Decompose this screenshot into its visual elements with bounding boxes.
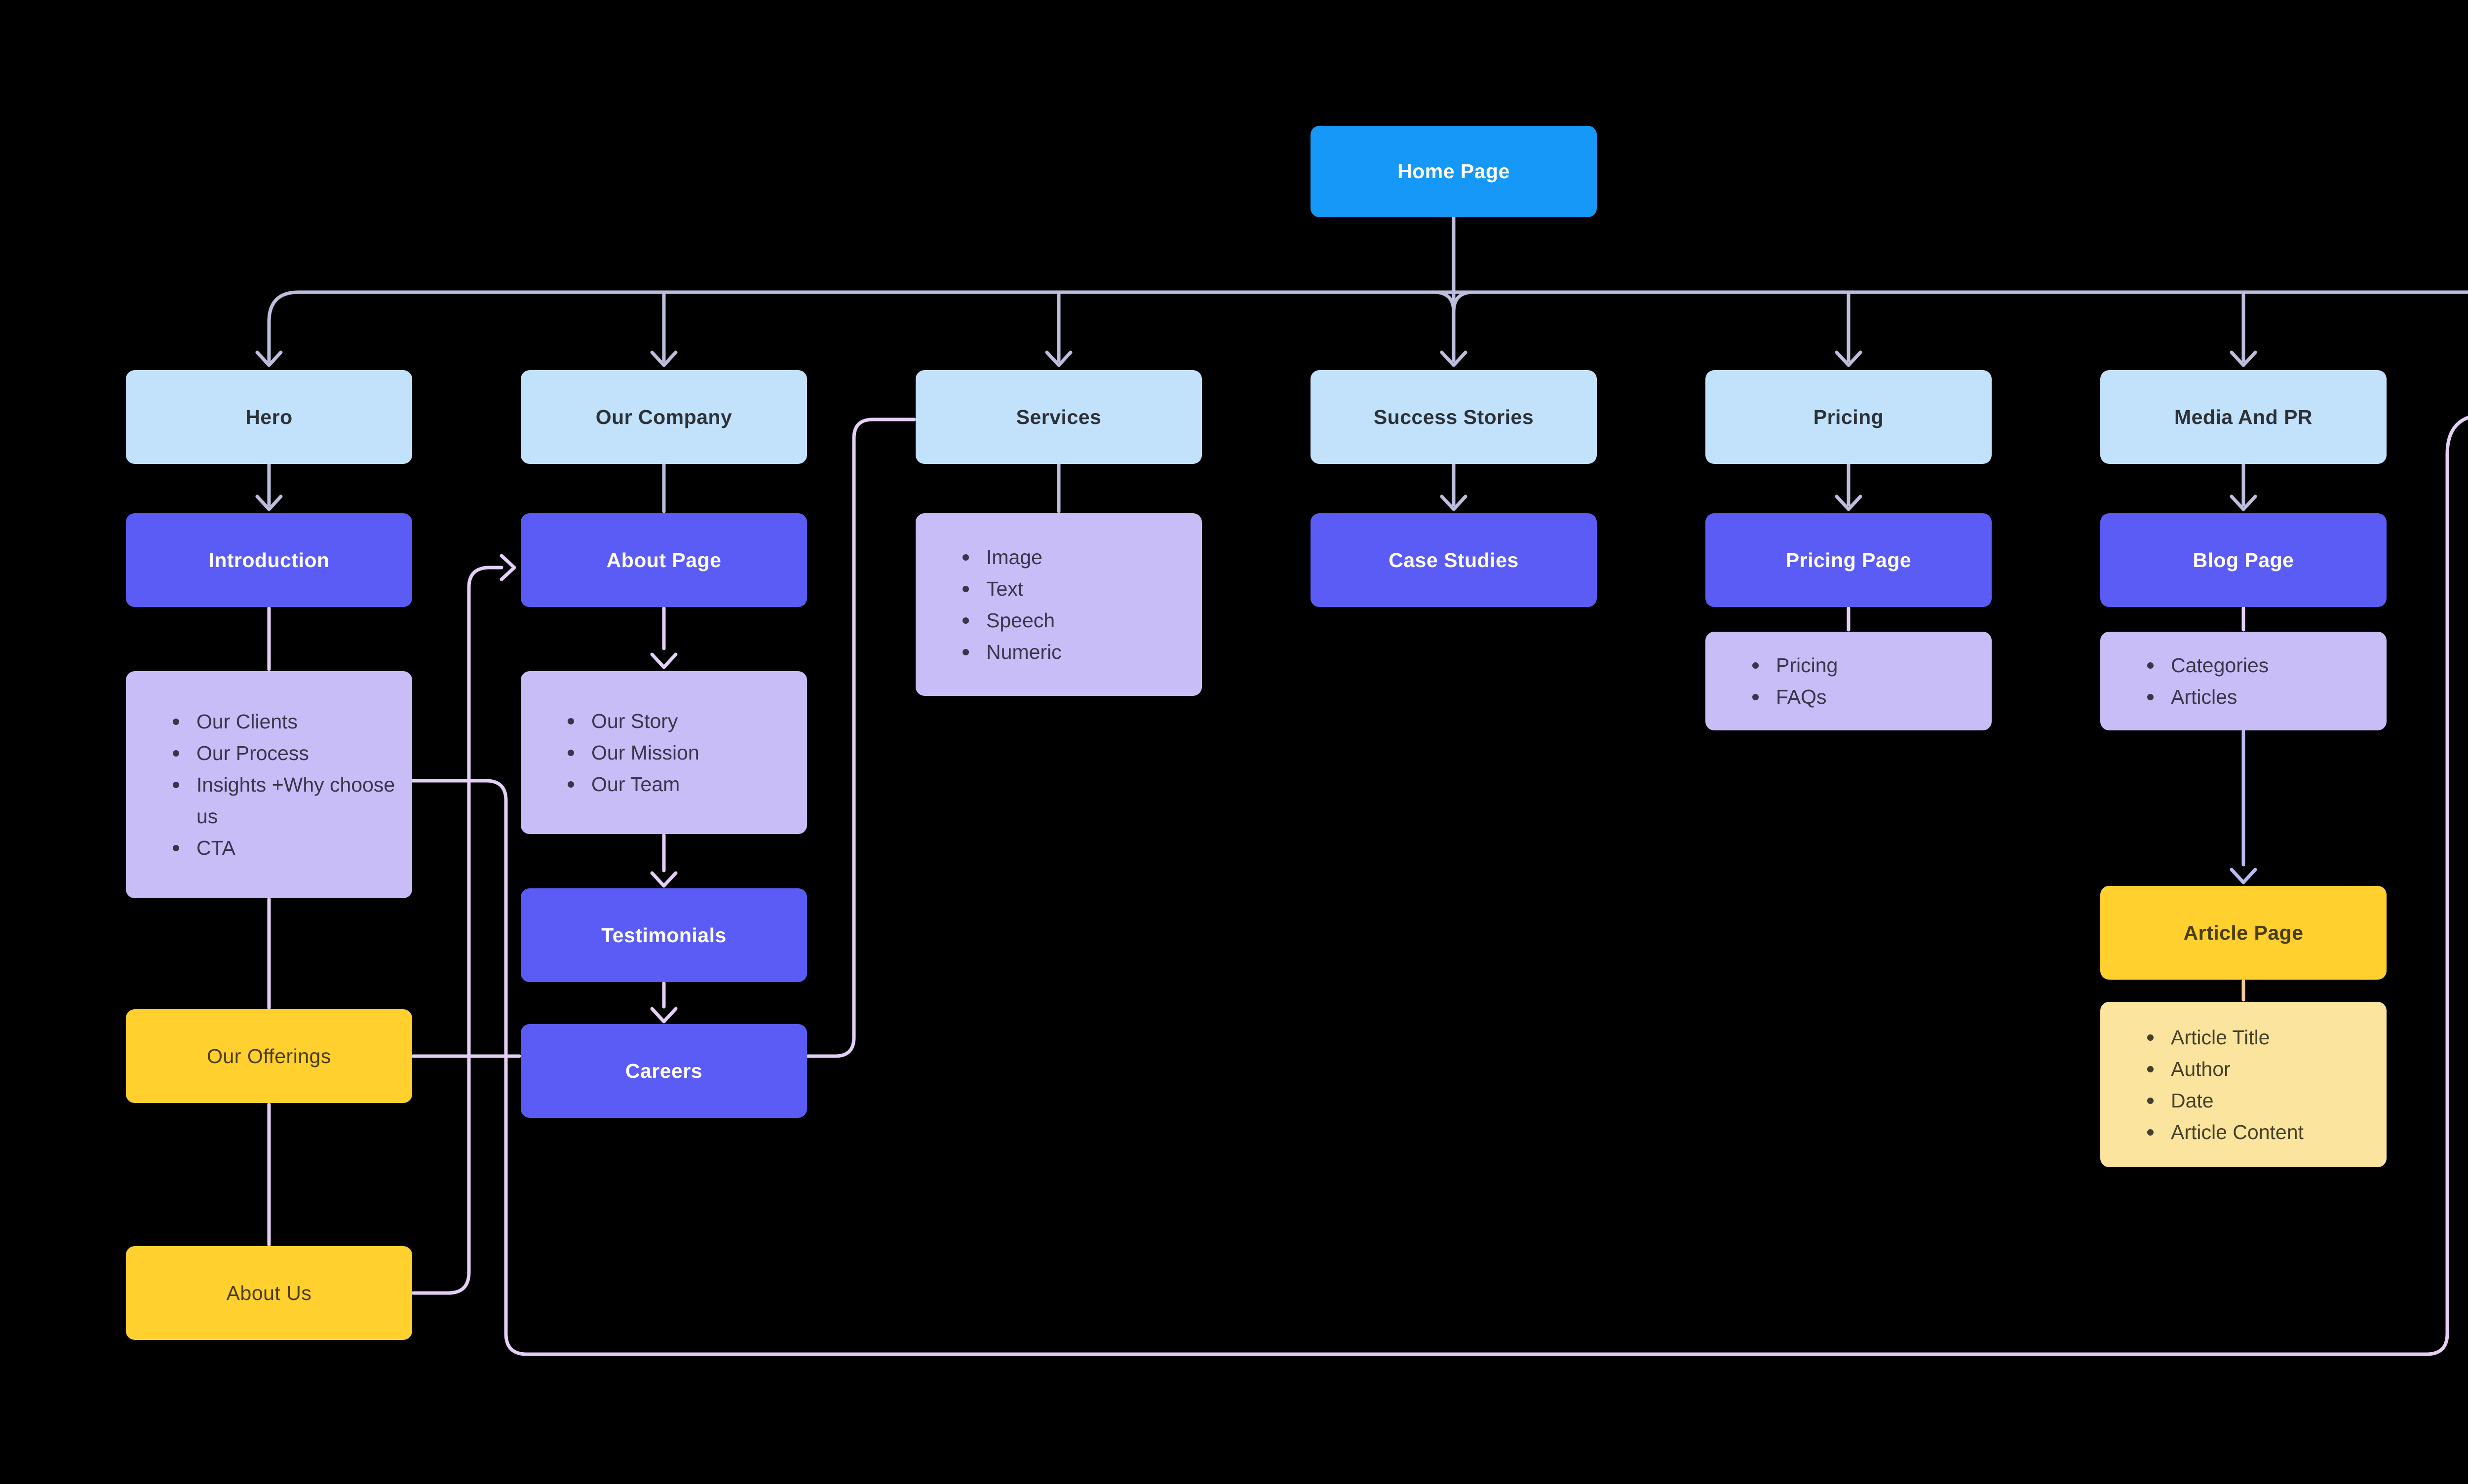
node-testimonials[interactable]: Testimonials <box>521 888 807 982</box>
arrowhead-introduction <box>255 495 283 511</box>
node-our-company[interactable]: Our Company <box>521 370 807 464</box>
pricing-section-list: Pricing FAQs <box>1705 649 1852 713</box>
node-label: Our Company <box>595 405 733 428</box>
list-item: CTA <box>173 832 397 864</box>
list-item: Our Clients <box>173 706 397 737</box>
node-pricing-page[interactable]: Pricing Page <box>1705 513 1992 607</box>
list-item: FAQs <box>1752 681 1838 713</box>
arrowhead-testimonials <box>650 871 678 888</box>
hero-section-list: Our Clients Our Process Insights +Why ch… <box>126 706 412 864</box>
arrowhead-media <box>2230 350 2257 367</box>
services-section-list: Image Text Speech Numeric <box>916 541 1077 668</box>
node-label: Success Stories <box>1373 405 1534 428</box>
list-item: Date <box>2147 1085 2304 1116</box>
node-our-offerings[interactable]: Our Offerings <box>126 1009 412 1103</box>
blog-section-list: Categories Articles <box>2100 649 2283 713</box>
company-section-list: Our Story Our Mission Our Team <box>521 705 714 800</box>
arrowhead-companylist <box>650 652 678 669</box>
list-item: Insights +Why choose us <box>173 769 397 832</box>
node-blog-page[interactable]: Blog Page <box>2100 513 2387 607</box>
node-label: Blog Page <box>2193 548 2294 571</box>
arrowhead-services <box>1045 350 1073 367</box>
node-label: Case Studies <box>1388 548 1519 571</box>
node-pricing-sections[interactable]: Pricing FAQs <box>1705 632 1992 730</box>
arrowhead-pricingpage <box>1835 495 1862 511</box>
list-item: Image <box>963 541 1062 573</box>
node-label: Pricing Page <box>1785 548 1912 571</box>
connector-bus <box>267 290 2468 324</box>
node-media-and-pr[interactable]: Media And PR <box>2100 370 2387 464</box>
node-label: Home Page <box>1397 160 1510 183</box>
list-item: Our Story <box>568 705 699 737</box>
node-services[interactable]: Services <box>916 370 1202 464</box>
connector-bus-fillet-left <box>1432 290 1456 314</box>
node-hero[interactable]: Hero <box>126 370 412 464</box>
link-aboutus-aboutpage <box>411 566 503 1295</box>
connector-bus-fillet-right <box>1452 290 1475 314</box>
node-label: Services <box>1016 405 1102 428</box>
list-item: Categories <box>2147 649 2269 681</box>
link-herolist-contactus <box>409 416 2468 1356</box>
node-hero-sections[interactable]: Our Clients Our Process Insights +Why ch… <box>126 671 412 898</box>
node-article-page[interactable]: Article Page <box>2100 886 2387 980</box>
list-item: Speech <box>963 605 1062 636</box>
node-introduction[interactable]: Introduction <box>126 513 412 607</box>
arrowhead-success-stories <box>1440 350 1467 367</box>
node-label: Hero <box>245 405 293 428</box>
node-label: About Page <box>606 548 722 571</box>
arrowhead-our-company <box>650 350 678 367</box>
list-item: Pricing <box>1752 649 1838 681</box>
arrowhead-pricing <box>1835 350 1862 367</box>
node-pricing[interactable]: Pricing <box>1705 370 1992 464</box>
list-item: Article Content <box>2147 1116 2304 1148</box>
arrowhead-casestudies <box>1440 495 1467 511</box>
arrowhead-articlepage <box>2230 868 2257 884</box>
node-label: About Us <box>226 1281 312 1304</box>
node-label: Our Offerings <box>207 1044 331 1067</box>
node-label: Media And PR <box>2174 405 2313 428</box>
node-label: Testimonials <box>601 923 727 947</box>
list-item: Text <box>963 573 1062 605</box>
node-home-page[interactable]: Home Page <box>1311 126 1597 217</box>
node-company-sections[interactable]: Our Story Our Mission Our Team <box>521 671 807 834</box>
node-label: Careers <box>625 1059 703 1082</box>
node-success-stories[interactable]: Success Stories <box>1311 370 1597 464</box>
node-label: Introduction <box>208 548 330 571</box>
link-careers-services <box>805 418 916 1058</box>
list-item: Our Team <box>568 768 699 800</box>
node-label: Pricing <box>1813 405 1884 428</box>
list-item: Article Title <box>2147 1022 2304 1053</box>
node-article-sections[interactable]: Article Title Author Date Article Conten… <box>2100 1002 2387 1167</box>
node-services-sections[interactable]: Image Text Speech Numeric <box>916 513 1202 696</box>
node-blog-sections[interactable]: Categories Articles <box>2100 632 2387 730</box>
list-item: Articles <box>2147 681 2269 713</box>
arrowhead-blogpage <box>2230 495 2257 511</box>
arrowhead-hero <box>255 350 283 367</box>
article-section-list: Article Title Author Date Article Conten… <box>2100 1022 2318 1148</box>
list-item: Author <box>2147 1053 2304 1085</box>
node-case-studies[interactable]: Case Studies <box>1311 513 1597 607</box>
node-about-us[interactable]: About Us <box>126 1246 412 1340</box>
list-item: Numeric <box>963 636 1062 668</box>
node-careers[interactable]: Careers <box>521 1024 807 1118</box>
list-item: Our Mission <box>568 737 699 768</box>
node-about-page[interactable]: About Page <box>521 513 807 607</box>
arrowhead-aboutpage-link <box>500 554 516 581</box>
arrowhead-careers <box>650 1007 678 1024</box>
list-item: Our Process <box>173 737 397 769</box>
node-label: Article Page <box>2183 921 2304 944</box>
